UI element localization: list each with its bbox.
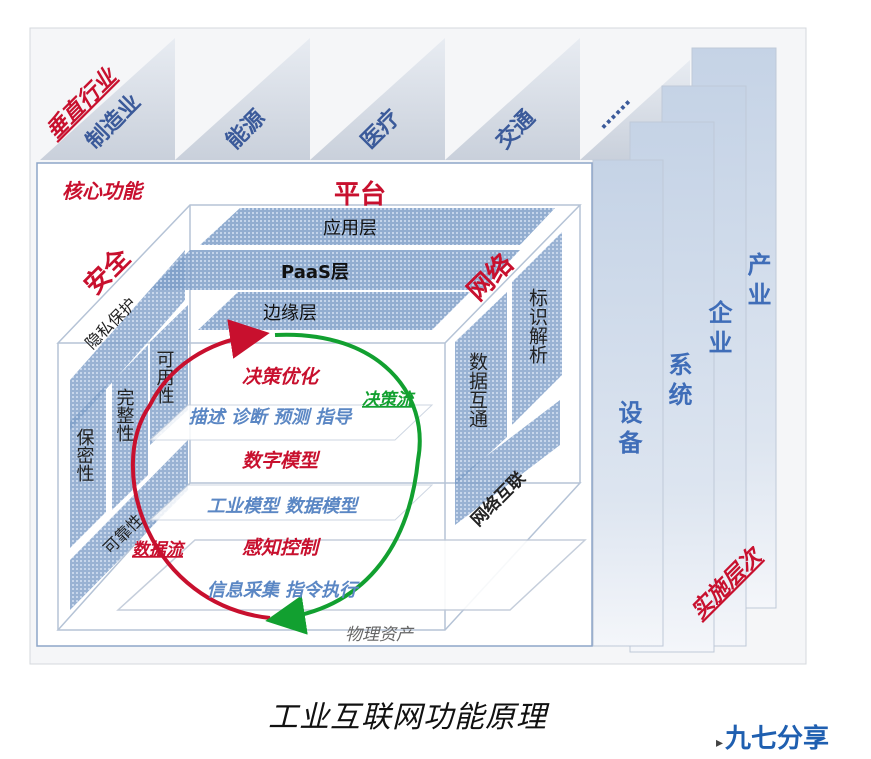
loop-control-sub: 信息采集 指令执行 (207, 580, 360, 601)
data-flow-arrow (130, 319, 271, 620)
core-title: 核心功能 (62, 179, 145, 203)
loop-model: 数字模型 (242, 450, 321, 472)
physical-assets-label: 物理资产 (345, 625, 415, 645)
brand-watermark: ▸九七分享 (716, 724, 830, 754)
loop-decision-flow: 决策流 (362, 390, 416, 410)
decision-flow-arrow (265, 332, 422, 635)
figure-caption: 工业互联网功能原理 (268, 700, 547, 735)
security-panel-confidentiality (70, 385, 106, 548)
platform-title: 平台 (334, 179, 386, 210)
inner-planes (148, 404, 434, 521)
loop-decision-sub: 描述 诊断 预测 指导 (189, 407, 354, 428)
level-label: 系统 (664, 352, 692, 412)
network-panel-identification (512, 232, 562, 425)
brand-text: 九七分享 (725, 724, 830, 754)
loop-model-sub: 工业模型 数据模型 (207, 496, 360, 517)
security-label-integrity: 完整性 (114, 388, 135, 442)
level-label: 产业 (743, 251, 771, 312)
platform-layer-label: 应用层 (323, 218, 377, 239)
security-panel-privacy (70, 250, 185, 430)
network-label-data-exchange: 数据互通 (466, 352, 488, 428)
network-panel-data-exchange (455, 292, 507, 485)
level-label: 设备 (614, 400, 643, 460)
loop-decision: 决策优化 (242, 366, 321, 388)
platform-layer-label: 边缘层 (263, 303, 317, 324)
level-label: 企业 (704, 299, 732, 360)
loop-data-flow: 数据流 (132, 540, 186, 560)
platform-layer (198, 292, 470, 330)
industry-band (40, 38, 690, 160)
security-panel-integrity (112, 345, 148, 510)
loop-control: 感知控制 (242, 537, 322, 559)
platform-layer-label: PaaS层 (281, 262, 349, 283)
network-panel-interconnection (455, 400, 560, 525)
security-panel-reliability (70, 440, 188, 610)
network-label-identification: 标识解析 (526, 288, 548, 364)
platform-layer (200, 208, 555, 245)
levels-columns (592, 47, 777, 653)
platform-layer (150, 250, 520, 290)
security-label-confidentiality: 保密性 (74, 428, 95, 482)
